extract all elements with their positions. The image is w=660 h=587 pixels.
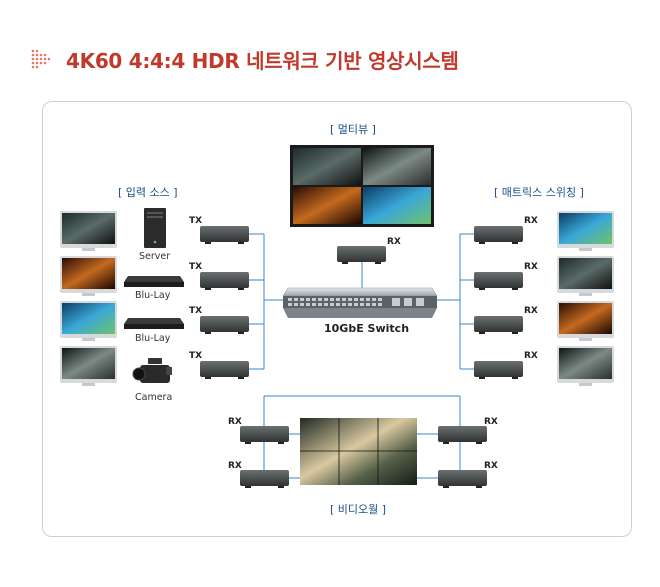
network-switch [282,287,438,318]
section-label-videowall: [ 비디오월 ] [330,503,387,516]
rx-decoder [474,226,523,244]
rx-decoder [474,316,523,334]
connection-lines [249,233,474,479]
source-monitor [60,211,117,251]
tx-tag: TX [189,306,203,316]
tx-tag: TX [189,216,203,226]
section-label-matrix: [ 매트릭스 스위칭 ] [494,186,584,199]
rx-decoder [474,361,523,379]
switch-label: 10GbE Switch [324,322,410,335]
rx-decoder [240,426,289,444]
rx-decoder [240,470,289,488]
camcorder-icon [132,358,172,383]
dotted-arrow-icon [31,49,51,69]
video-wall [300,418,417,485]
tx-tag: TX [189,262,203,272]
display-monitor [557,346,614,386]
rx-decoder [438,470,487,488]
bluray-player-icon [124,318,184,329]
tx-encoder [200,361,249,379]
multiview-monitor [290,145,434,227]
rx-tag: RX [228,461,242,471]
section-label-input: [ 입력 소스 ] [118,186,178,199]
source-monitor [60,346,117,386]
rx-tag: RX [524,216,538,226]
rx-tag: RX [484,461,498,471]
source-label: Camera [135,392,173,403]
tx-encoder [200,316,249,334]
rx-tag: RX [524,262,538,272]
page-title: 4K60 4:4:4 HDR 네트워크 기반 영상시스템 [66,48,459,73]
bluray-player-icon [124,276,184,287]
display-monitor [557,211,614,251]
source-label: Blu-Lay [135,290,171,301]
source-label: Blu-Lay [135,333,171,344]
source-label: Server [139,251,171,262]
tx-encoder [200,272,249,290]
rx-tag: RX [387,237,401,247]
tx-encoder [200,226,249,244]
tx-tag: TX [189,351,203,361]
rx-decoder [474,272,523,290]
rx-tag: RX [228,417,242,427]
rx-decoder [337,246,386,264]
section-label-multiview: [ 멀티뷰 ] [330,123,376,136]
server-icon [144,208,166,248]
rx-tag: RX [524,351,538,361]
rx-tag: RX [484,417,498,427]
source-monitor [60,301,117,341]
display-monitor [557,301,614,341]
source-monitor [60,256,117,296]
display-monitor [557,256,614,296]
page-header: 4K60 4:4:4 HDR 네트워크 기반 영상시스템 [30,46,459,73]
rx-tag: RX [524,306,538,316]
rx-decoder [438,426,487,444]
